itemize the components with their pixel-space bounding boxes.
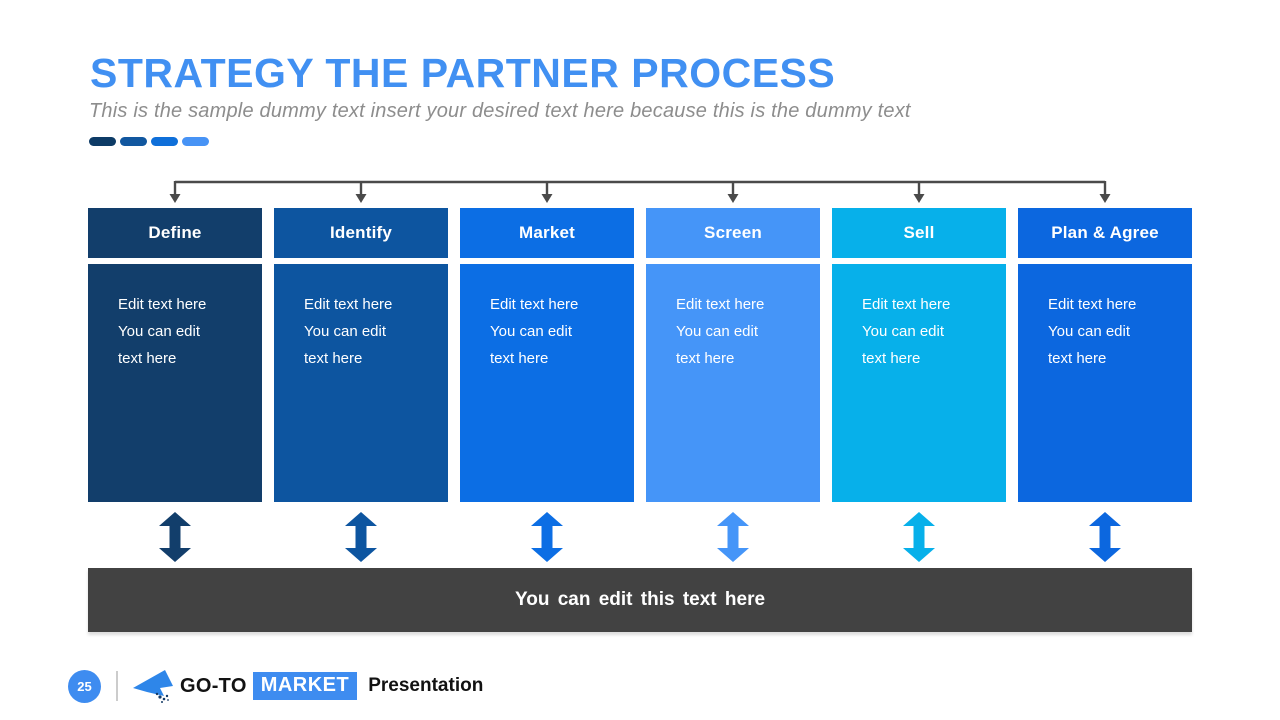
footer: 25 GO-TO MARKET Presentation: [68, 667, 483, 705]
accent-dashes: [89, 137, 209, 146]
process-column-define: Define Edit text here You can edit text …: [88, 208, 262, 502]
column-body: Edit text here You can edit text here: [646, 264, 820, 502]
page-number-badge: 25: [68, 669, 101, 703]
column-body: Edit text here You can edit text here: [88, 264, 262, 502]
column-title: Sell: [903, 223, 935, 242]
down-arrow-icon: [541, 194, 553, 203]
up-down-arrow-icon: [1089, 512, 1121, 562]
column-header: Define: [88, 208, 262, 258]
double-arrow-sell: [832, 512, 1006, 562]
down-arrow-icon: [913, 194, 925, 203]
double-arrows-row: [88, 512, 1192, 562]
column-header: Market: [460, 208, 634, 258]
brand-text-presentation: Presentation: [368, 675, 484, 696]
accent-dash-2: [120, 137, 147, 146]
double-arrow-identify: [274, 512, 448, 562]
up-down-arrow-icon: [717, 512, 749, 562]
up-down-arrow-icon: [531, 512, 563, 562]
up-down-arrow-icon: [159, 512, 191, 562]
process-columns: Define Edit text here You can edit text …: [88, 208, 1192, 502]
bottom-bar-label: You can edit this text here: [514, 589, 766, 610]
column-header: Screen: [646, 208, 820, 258]
column-body: Edit text here You can edit text here: [274, 264, 448, 502]
column-title: Screen: [704, 223, 762, 242]
up-down-arrow-icon: [345, 512, 377, 562]
double-arrow-market: [460, 512, 634, 562]
process-column-market: Market Edit text here You can edit text …: [460, 208, 634, 502]
footer-divider: [116, 671, 118, 701]
accent-dash-3: [151, 137, 178, 146]
double-arrow-define: [88, 512, 262, 562]
brand-text-goto: GO-TO: [180, 674, 247, 697]
double-arrow-plan-agree: [1018, 512, 1192, 562]
column-header: Identify: [274, 208, 448, 258]
up-down-arrow-icon: [903, 512, 935, 562]
slide-subtitle: This is the sample dummy text insert you…: [89, 100, 911, 122]
down-arrow-icon: [1099, 194, 1111, 203]
column-body: Edit text here You can edit text here: [460, 264, 634, 502]
column-header: Plan & Agree: [1018, 208, 1192, 258]
column-body: Edit text here You can edit text here: [832, 264, 1006, 502]
column-title: Define: [148, 223, 202, 242]
column-title: Market: [518, 223, 575, 242]
connector-lines: [169, 180, 1111, 203]
down-arrow-icon: [169, 194, 181, 203]
column-header: Sell: [832, 208, 1006, 258]
column-title: Identify: [329, 223, 393, 242]
process-column-screen: Screen Edit text here You can edit text …: [646, 208, 820, 502]
accent-dash-4: [182, 137, 209, 146]
down-arrow-icon: [727, 194, 739, 203]
brand-flag-icon: [133, 670, 173, 703]
column-title: Plan & Agree: [1051, 223, 1159, 242]
bottom-bar: You can edit this text here: [88, 568, 1192, 632]
brand-text-market: MARKET: [252, 672, 358, 700]
process-column-plan-agree: Plan & Agree Edit text here You can edit…: [1018, 208, 1192, 502]
double-arrow-screen: [646, 512, 820, 562]
column-body: Edit text here You can edit text here: [1018, 264, 1192, 502]
page-number: 25: [77, 678, 92, 694]
process-column-sell: Sell Edit text here You can edit text he…: [832, 208, 1006, 502]
accent-dash-1: [89, 137, 116, 146]
down-arrow-icon: [355, 194, 367, 203]
page-title: STRATEGY THE PARTNER PROCESS: [90, 50, 836, 96]
process-column-identify: Identify Edit text here You can edit tex…: [274, 208, 448, 502]
